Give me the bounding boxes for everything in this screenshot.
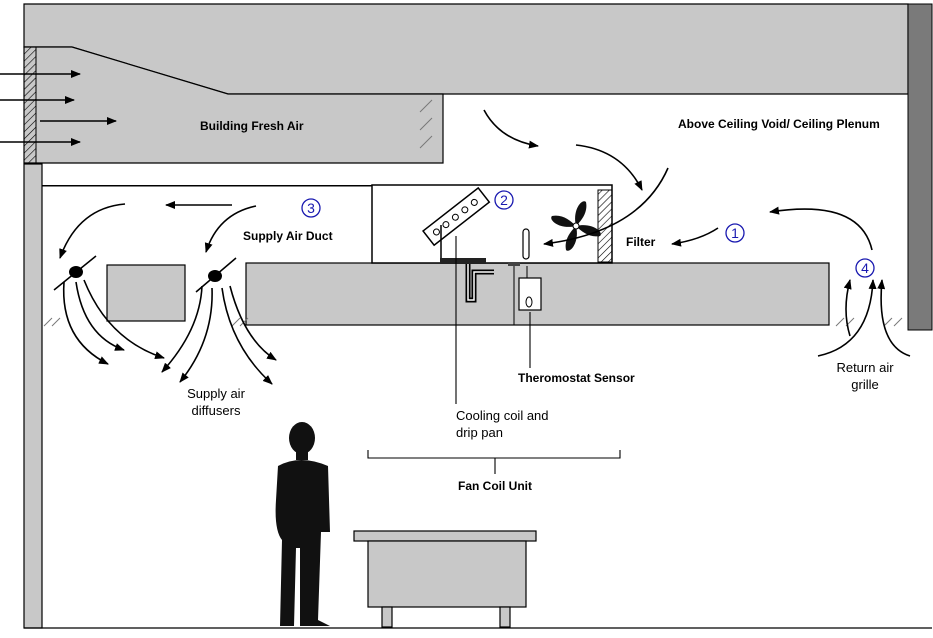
supply-duct-arrows (59, 201, 257, 259)
ceiling-hatch-marks (43, 317, 903, 327)
diffuser-panel (106, 264, 186, 322)
leader-lines (367, 236, 621, 474)
marker-3-label: 3 (307, 200, 315, 216)
thermostat-label: Theromostat Sensor (518, 371, 635, 385)
diffusers-label-1: Supply air (187, 386, 245, 401)
right-wall (907, 3, 933, 331)
marker-1-label: 1 (731, 225, 739, 241)
filter-element (597, 189, 613, 263)
return-air-arrows (769, 206, 911, 357)
diffusers-label-2: diffusers (192, 403, 241, 418)
thermostat-sensor (508, 228, 542, 311)
fresh-air-inlet-arrows (0, 70, 117, 146)
diffuser-outflow-arrows (62, 279, 277, 385)
plenum-label: Above Ceiling Void/ Ceiling Plenum (678, 117, 880, 131)
fan-icon (551, 201, 601, 251)
supply-duct-outline (42, 185, 372, 187)
marker-1: 1 (725, 223, 745, 243)
supply-duct-label: Supply Air Duct (243, 229, 333, 243)
return-grille-label-1: Return air (836, 360, 894, 375)
cooling-coil-label-1: Cooling coil and (456, 408, 549, 423)
marker-2-label: 2 (500, 192, 508, 208)
drip-pan (440, 258, 486, 264)
person-silhouette (275, 422, 330, 626)
desk (353, 530, 537, 628)
return-grille-label-2: grille (851, 377, 878, 392)
marker-3: 3 (301, 198, 321, 218)
fan-coil-unit-label: Fan Coil Unit (458, 479, 532, 493)
marker-4-label: 4 (861, 260, 869, 276)
building-structure (23, 3, 933, 629)
cooling-coil (421, 186, 491, 247)
fan-coil-unit-box (371, 184, 613, 264)
fresh-air-label: Building Fresh Air (200, 119, 304, 133)
filter-label: Filter (626, 235, 656, 249)
marker-4: 4 (855, 258, 875, 278)
fresh-air-duct (23, 46, 444, 164)
plenum-airflow-arrows (483, 109, 719, 247)
fresh-air-louvre (23, 46, 37, 164)
left-wall (23, 163, 43, 629)
cooling-coil-label-2: drip pan (456, 425, 503, 440)
marker-2: 2 (494, 190, 514, 210)
